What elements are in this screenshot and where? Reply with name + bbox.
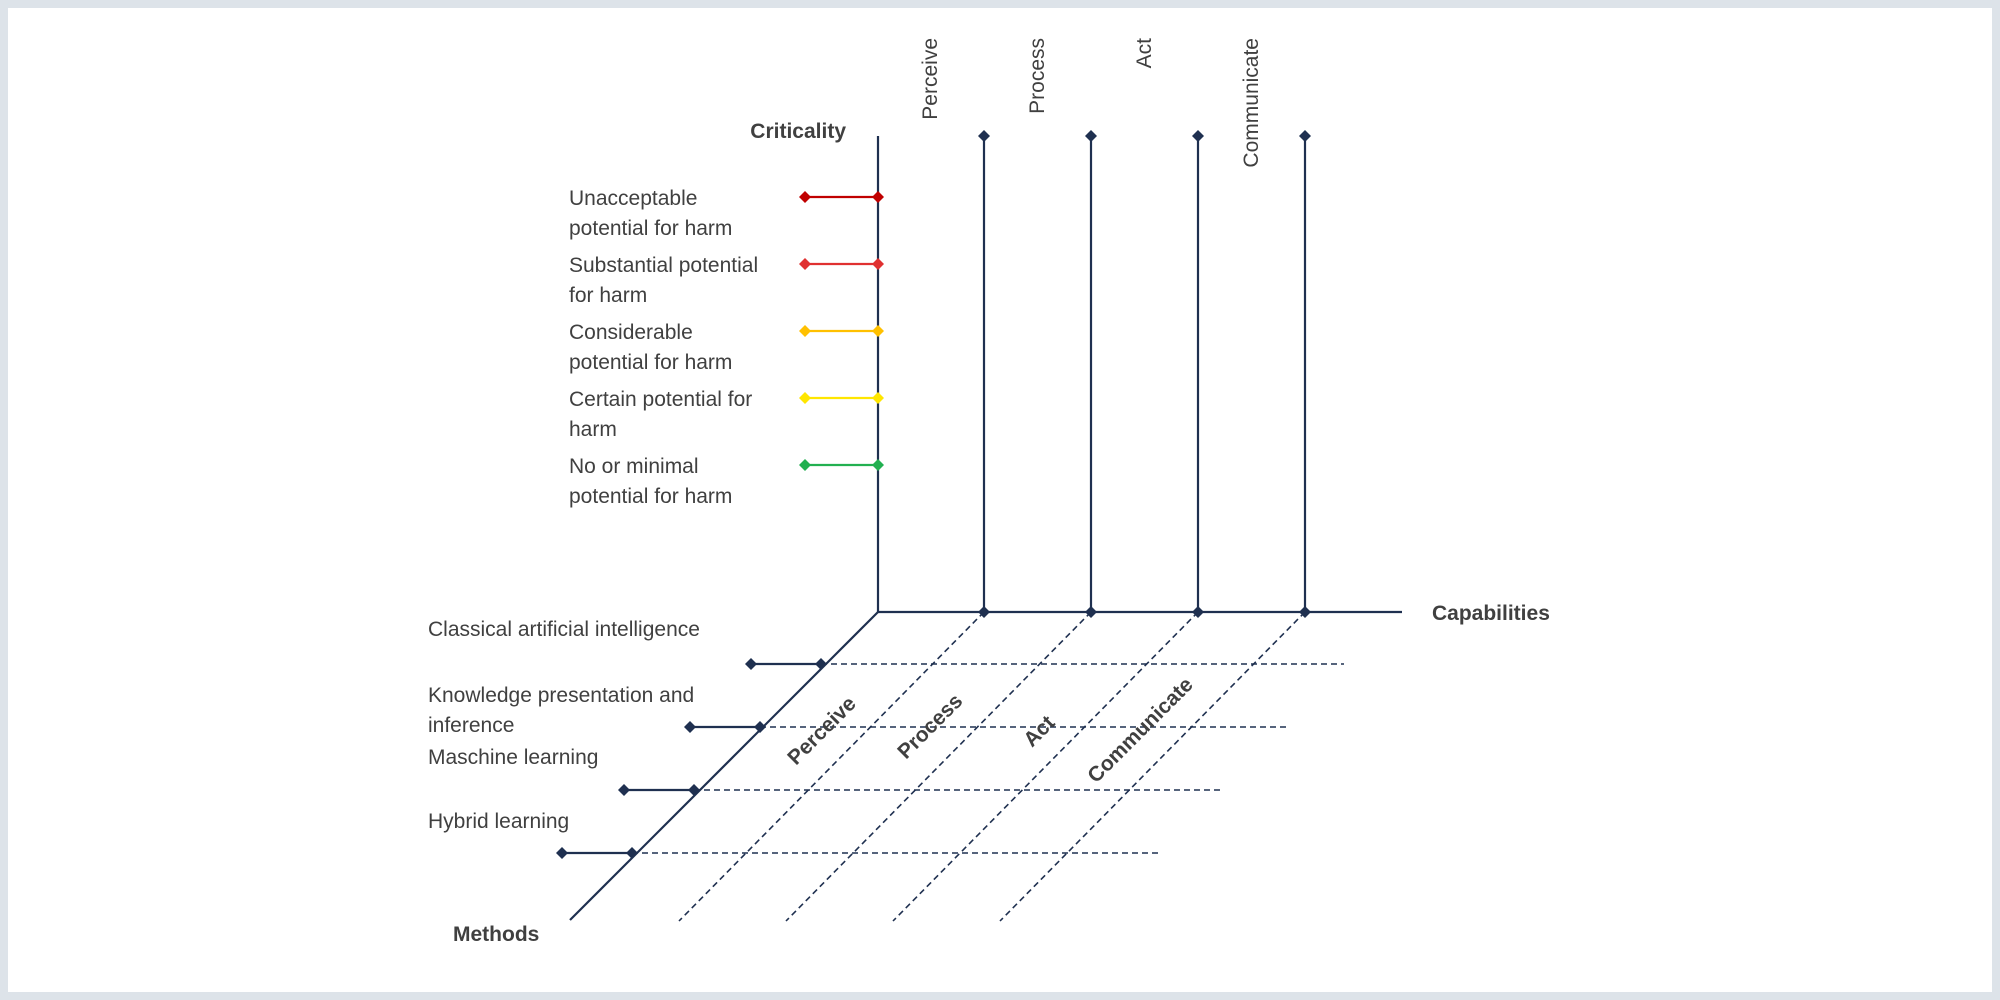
criticality-level-marker-end-4 xyxy=(872,459,884,471)
criticality-level-marker-end-0 xyxy=(872,191,884,203)
capability-front-label-0: Perceive xyxy=(783,692,860,769)
criticality-level-label-1-line-0: Substantial potential xyxy=(569,254,758,277)
method-label-2: Maschine learning xyxy=(428,746,598,769)
method-marker-axis-0 xyxy=(815,658,827,670)
criticality-level-label-4-line-1: potential for harm xyxy=(569,485,732,508)
method-label-0-line-0: Classical artificial intelligence xyxy=(428,618,700,641)
diagram-lines xyxy=(562,136,1402,922)
capability-method-diagonal-2 xyxy=(892,611,1199,922)
capability-pole-base-marker-1 xyxy=(1085,606,1097,618)
criticality-level-label-0-line-1: potential for harm xyxy=(569,217,732,240)
capability-pole-top-marker-2 xyxy=(1192,130,1204,142)
criticality-level-label-1-line-1: for harm xyxy=(569,284,647,307)
method-label-0: Classical artificial intelligence xyxy=(428,618,700,641)
diagram-markers xyxy=(556,130,1311,859)
criticality-level-label-2-line-0: Considerable xyxy=(569,321,693,344)
method-marker-axis-1 xyxy=(754,721,766,733)
capability-pole-base-marker-2 xyxy=(1192,606,1204,618)
criticality-level-marker-start-1 xyxy=(799,258,811,270)
diagram-labels: Criticality Capabilities Methods Unaccep… xyxy=(428,38,1550,946)
capability-pole-base-marker-3 xyxy=(1299,606,1311,618)
criticality-level-marker-start-0 xyxy=(799,191,811,203)
capability-front-label-3: Communicate xyxy=(1083,673,1197,787)
diagram-frame: Criticality Capabilities Methods Unaccep… xyxy=(8,8,1992,992)
capability-back-label-2: Act xyxy=(1133,38,1156,69)
capabilities-axis-label: Capabilities xyxy=(1432,602,1550,625)
criticality-level-label-3: Certain potential for harm xyxy=(569,388,752,441)
criticality-axis-label: Criticality xyxy=(750,120,846,143)
method-marker-axis-3 xyxy=(626,847,638,859)
capability-pole-base-marker-0 xyxy=(978,606,990,618)
criticality-level-marker-start-4 xyxy=(799,459,811,471)
method-marker-start-2 xyxy=(618,784,630,796)
criticality-level-marker-end-1 xyxy=(872,258,884,270)
criticality-level-label-1: Substantial potential for harm xyxy=(569,254,758,307)
capability-pole-top-marker-0 xyxy=(978,130,990,142)
method-label-1-line-0: Knowledge presentation and xyxy=(428,684,694,707)
criticality-level-label-3-line-0: Certain potential for xyxy=(569,388,752,411)
methods-axis-label: Methods xyxy=(453,923,539,946)
methods-axis-line xyxy=(569,611,879,921)
method-marker-start-0 xyxy=(745,658,757,670)
criticality-level-label-4-line-0: No or minimal xyxy=(569,455,699,478)
criticality-level-marker-end-3 xyxy=(872,392,884,404)
capability-pole-top-marker-1 xyxy=(1085,130,1097,142)
criticality-capabilities-methods-diagram: Criticality Capabilities Methods Unaccep… xyxy=(428,38,1550,946)
criticality-level-label-2: Considerable potential for harm xyxy=(569,321,732,374)
capability-pole-top-marker-3 xyxy=(1299,130,1311,142)
method-label-3-line-0: Hybrid learning xyxy=(428,810,569,833)
method-marker-start-1 xyxy=(684,721,696,733)
method-label-1: Knowledge presentation and inference xyxy=(428,684,694,737)
criticality-level-marker-start-3 xyxy=(799,392,811,404)
criticality-level-marker-end-2 xyxy=(872,325,884,337)
capability-front-label-2: Act xyxy=(1019,711,1059,751)
capability-method-diagonal-1 xyxy=(785,611,1092,922)
method-label-1-line-1: inference xyxy=(428,714,514,737)
criticality-level-label-0-line-0: Unacceptable xyxy=(569,187,697,210)
criticality-level-marker-start-2 xyxy=(799,325,811,337)
method-marker-axis-2 xyxy=(688,784,700,796)
capability-back-label-1: Process xyxy=(1026,38,1049,114)
criticality-level-label-2-line-1: potential for harm xyxy=(569,351,732,374)
criticality-level-label-0: Unacceptable potential for harm xyxy=(569,187,732,240)
criticality-level-label-3-line-1: harm xyxy=(569,418,617,441)
capability-back-label-0: Perceive xyxy=(919,38,942,120)
method-marker-start-3 xyxy=(556,847,568,859)
criticality-level-label-4: No or minimal potential for harm xyxy=(569,455,732,508)
method-label-3: Hybrid learning xyxy=(428,810,569,833)
capability-back-label-3: Communicate xyxy=(1240,38,1263,168)
method-label-2-line-0: Maschine learning xyxy=(428,746,598,769)
